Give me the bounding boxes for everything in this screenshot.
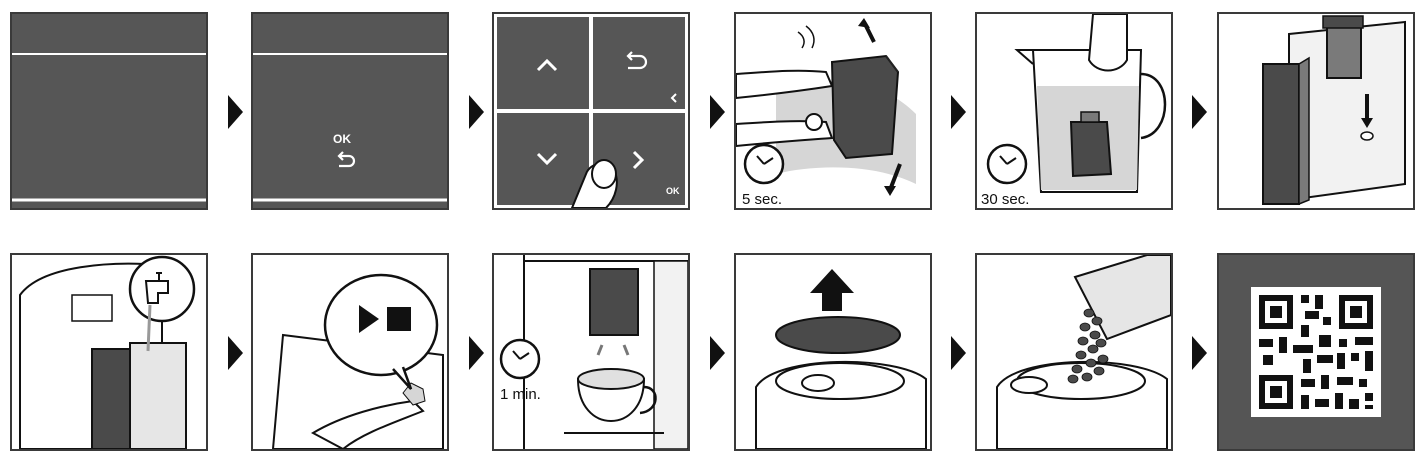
shake-filter-icon <box>736 14 930 208</box>
next-arrow-8 <box>710 336 725 370</box>
next-arrow-2 <box>469 95 484 129</box>
time-label: 5 sec. <box>742 191 783 208</box>
next-arrow-7 <box>469 336 484 370</box>
remove-bean-lid-icon <box>736 255 930 449</box>
time-label: 1 min. <box>500 386 541 403</box>
insert-filter-tank-icon <box>1219 14 1413 208</box>
step-9-brew: 1 min. <box>492 253 690 451</box>
step-11-beans <box>975 253 1173 451</box>
next-arrow-10 <box>1192 336 1207 370</box>
next-arrow-5 <box>1192 95 1207 129</box>
ok-back-screen-icon <box>253 14 447 208</box>
step-6-insert <box>1217 12 1415 210</box>
ok-corner-label: OK <box>666 186 680 196</box>
step-1-screen <box>10 12 208 210</box>
pour-beans-icon <box>977 255 1171 449</box>
step-2-screen: OK <box>251 12 449 210</box>
step-12-qr <box>1217 253 1415 451</box>
next-arrow-9 <box>951 336 966 370</box>
fill-tank-tap-icon <box>12 255 206 449</box>
step-7-fill <box>10 253 208 451</box>
step-4-shake: 5 sec. <box>734 12 932 210</box>
touch-buttons-icon <box>494 14 688 208</box>
qr-code-icon <box>1219 255 1413 449</box>
brew-cup-icon <box>494 255 688 449</box>
press-start-stop-icon <box>253 255 447 449</box>
soak-filter-icon <box>977 14 1171 208</box>
ok-label: OK <box>333 132 351 146</box>
step-10-lid <box>734 253 932 451</box>
time-label: 30 sec. <box>981 191 1030 208</box>
step-3-touch: OK <box>492 12 690 210</box>
next-arrow-6 <box>228 336 243 370</box>
next-arrow-4 <box>951 95 966 129</box>
next-arrow-3 <box>710 95 725 129</box>
dark-screen-icon <box>12 14 206 208</box>
step-8-start <box>251 253 449 451</box>
next-arrow-1 <box>228 95 243 129</box>
step-5-soak: 30 sec. <box>975 12 1173 210</box>
